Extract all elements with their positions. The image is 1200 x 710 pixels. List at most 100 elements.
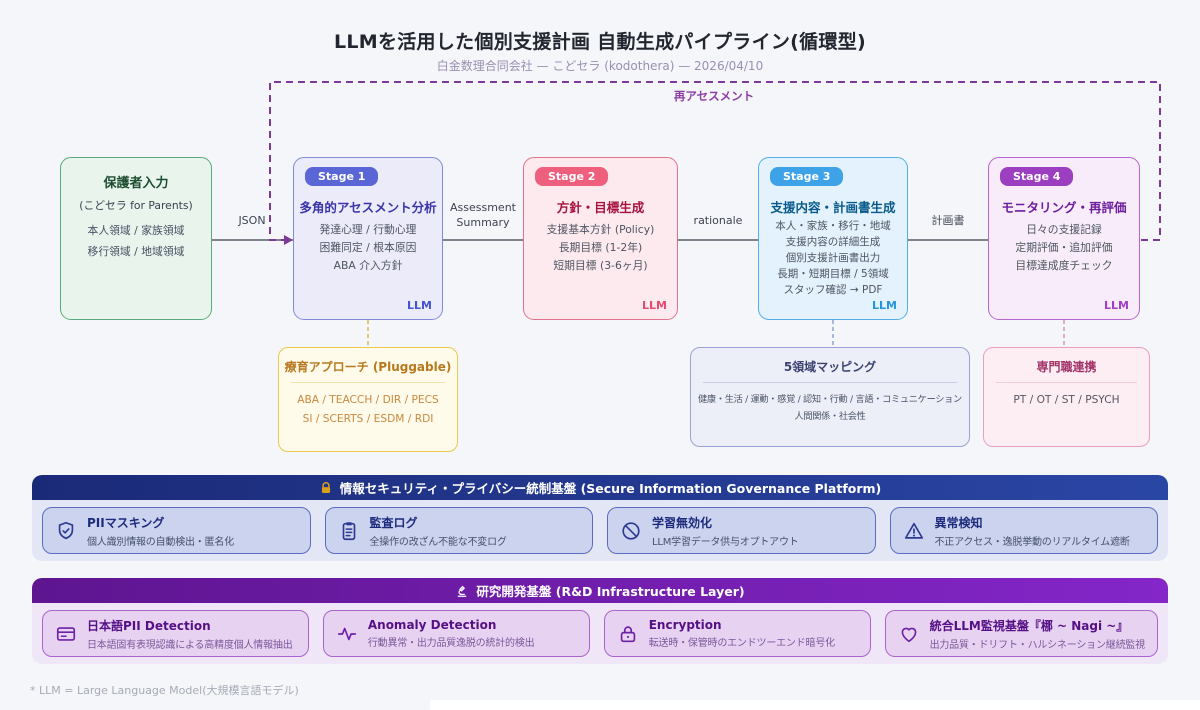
rnd-banner-text: 研究開発基盤 (R&D Infrastructure Layer) (476, 584, 745, 599)
divider (291, 382, 445, 383)
card-title: 監査ログ (369, 515, 418, 530)
five-domain-mapping-box: 5領域マッピング 健康・生活 / 運動・感覚 / 認知・行動 / 言語・コミュニ… (690, 347, 970, 447)
card-title: 日本語PII Detection (87, 618, 211, 633)
heart-icon (901, 627, 917, 642)
node-title: 保護者入力 (103, 176, 169, 191)
security-cards-row: PIIマスキング 個人識別情報の自動検出・匿名化 監査ログ 全操作の改ざん不能な… (32, 500, 1168, 561)
prohibition-icon (622, 521, 640, 540)
card-desc: 行動異常・出力品質逸脱の統計的検出 (367, 638, 535, 649)
node-line: 個別支援計画書出力 (785, 251, 881, 264)
lock-icon (620, 625, 635, 642)
stage-badge: Stage 2 (535, 167, 609, 186)
warning-triangle-icon (904, 522, 923, 539)
subbox-line: 健康・生活 / 運動・感覚 / 認知・行動 / 言語・コミュニケーション (698, 394, 962, 405)
node-line: 支援基本方針 (Policy) (546, 223, 655, 236)
stage2-policy-goals-node: Stage 2 方針・目標生成 支援基本方針 (Policy) 長期目標 (1-… (523, 157, 678, 320)
rnd-cards-row: 日本語PII Detection 日本語固有表現認識による高精度個人情報抽出 A… (32, 603, 1168, 664)
rnd-card-encryption: Encryption 転送時・保管時のエンドツーエンド暗号化 (603, 610, 871, 657)
node-line: 日々の支援記録 (1026, 223, 1102, 236)
bottom-white-strip (430, 700, 1200, 710)
card-desc: 転送時・保管時のエンドツーエンド暗号化 (648, 638, 835, 649)
lock-icon (321, 481, 330, 493)
edge-label-assessment-summary: Assessment Summary (450, 201, 516, 229)
subbox-line: PT / OT / ST / PSYCH (1013, 394, 1120, 406)
stage1-assessment-node: Stage 1 多角的アセスメント分析 発達心理 / 行動心理 困難同定 / 根… (293, 157, 443, 320)
edge-label-plan-document: 計画書 (931, 214, 965, 227)
card-desc: LLM学習データ供与オプトアウト (652, 536, 799, 548)
security-banner-text: 情報セキュリティ・プライバシー統制基盤 (Secure Information … (339, 481, 882, 496)
page-subtitle: 白金数理合同会社 — こどセラ (kodothera) — 2026/04/10 (436, 59, 764, 73)
node-line: 長期・短期目標 / 5領域 (777, 267, 889, 280)
microscope-icon (458, 585, 467, 597)
security-platform-section: 情報セキュリティ・プライバシー統制基盤 (Secure Information … (32, 475, 1168, 561)
node-line: スタッフ確認 → PDF (783, 283, 883, 296)
stage3-plan-generation-node: Stage 3 支援内容・計画書生成 本人・家族・移行・地域 支援内容の詳細生成… (758, 157, 908, 320)
footnote: * LLM = Large Language Model(大規模言語モデル) (30, 684, 299, 697)
card-desc: 個人識別情報の自動検出・匿名化 (87, 536, 234, 548)
clipboard-icon (342, 521, 355, 540)
rnd-card-japanese-pii: 日本語PII Detection 日本語固有表現認識による高精度個人情報抽出 (42, 610, 309, 657)
shield-check-icon (58, 521, 74, 539)
node-line: ABA 介入方針 (333, 258, 403, 272)
subbox-title: 5領域マッピング (783, 360, 877, 374)
node-subtitle: (こどセラ for Parents) (79, 199, 193, 212)
node-line: 目標達成度チェック (1015, 258, 1113, 272)
card-title: 学習無効化 (652, 515, 713, 530)
card-desc: 出力品質・ドリフト・ハルシネーション継続監視 (929, 639, 1146, 651)
subbox-line: 人間関係・社会性 (794, 411, 866, 423)
page-title: LLMを活用した個別支援計画 自動生成パイプライン(循環型) (333, 31, 867, 53)
node-title: 方針・目標生成 (556, 200, 645, 215)
security-card-pii-masking: PIIマスキング 個人識別情報の自動検出・匿名化 (42, 507, 311, 554)
therapy-approach-box: 療育アプローチ (Pluggable) ABA / TEACCH / DIR /… (278, 347, 458, 452)
node-line: 困難同定 / 根本原因 (319, 240, 417, 254)
node-line: 本人・家族・移行・地域 (775, 220, 891, 232)
node-line: 短期目標 (3-6ヶ月) (553, 258, 648, 272)
subbox-title: 療育アプローチ (Pluggable) (284, 360, 452, 374)
security-card-anomaly-block: 異常検知 不正アクセス・逸脱挙動のリアルタイム遮断 (889, 507, 1158, 554)
llm-tag: LLM (1104, 299, 1129, 312)
node-title: モニタリング・再評価 (1001, 200, 1127, 215)
subbox-line: ABA / TEACCH / DIR / PECS (297, 394, 439, 406)
card-title: 異常検知 (934, 515, 983, 530)
rnd-banner: 研究開発基盤 (R&D Infrastructure Layer) (32, 578, 1168, 603)
security-card-audit-log: 監査ログ 全操作の改ざん不能な不変ログ (324, 507, 593, 554)
node-line: 定期評価・追加評価 (1015, 240, 1113, 254)
node-title: 多角的アセスメント分析 (299, 200, 437, 215)
llm-tag: LLM (407, 299, 432, 312)
node-line: 支援内容の詳細生成 (785, 235, 881, 248)
parent-input-node: 保護者入力 (こどセラ for Parents) 本人領域 / 家族領域 移行領… (60, 157, 212, 320)
node-title: 支援内容・計画書生成 (770, 200, 896, 215)
edge-label-json: JSON (238, 214, 266, 227)
card-desc: 全操作の改ざん不能な不変ログ (369, 536, 507, 548)
specialist-collaboration-box: 専門職連携 PT / OT / ST / PSYCH (983, 347, 1150, 447)
llm-tag: LLM (872, 299, 897, 312)
edge-label-rationale: rationale (693, 214, 743, 227)
stage-badge: Stage 4 (1000, 167, 1074, 186)
card-desc: 日本語固有表現認識による高精度個人情報抽出 (87, 639, 293, 651)
card-title: PIIマスキング (87, 515, 165, 530)
node-line: 移行領域 / 地域領域 (87, 244, 185, 258)
rnd-infrastructure-section: 研究開発基盤 (R&D Infrastructure Layer) 日本語PII… (32, 578, 1168, 664)
reassessment-loop-label: 再アセスメント (673, 89, 755, 103)
subbox-title: 専門職連携 (1036, 360, 1097, 374)
rnd-card-nagi-monitoring: 統合LLM監視基盤『梛 ~ Nagi ~』 出力品質・ドリフト・ハルシネーション… (884, 610, 1158, 657)
id-card-icon (56, 626, 76, 641)
stage4-monitoring-node: Stage 4 モニタリング・再評価 日々の支援記録 定期評価・追加評価 目標達… (988, 157, 1140, 320)
card-desc: 不正アクセス・逸脱挙動のリアルタイム遮断 (934, 536, 1130, 548)
pulse-icon (337, 627, 356, 640)
divider (996, 382, 1137, 383)
card-title: 統合LLM監視基盤『梛 ~ Nagi ~』 (929, 618, 1129, 633)
divider (703, 382, 957, 383)
node-line: 発達心理 / 行動心理 (319, 223, 417, 236)
card-title: Anomaly Detection (367, 618, 497, 632)
node-line: 長期目標 (1-2年) (558, 240, 643, 254)
stage-badge: Stage 3 (770, 167, 844, 186)
stage-badge: Stage 1 (305, 167, 379, 186)
node-line: 本人領域 / 家族領域 (87, 224, 185, 237)
security-banner: 情報セキュリティ・プライバシー統制基盤 (Secure Information … (32, 475, 1168, 500)
card-title: Encryption (648, 618, 722, 632)
security-card-no-training: 学習無効化 LLM学習データ供与オプトアウト (607, 507, 876, 554)
subbox-line: SI / SCERTS / ESDM / RDI (302, 412, 434, 425)
